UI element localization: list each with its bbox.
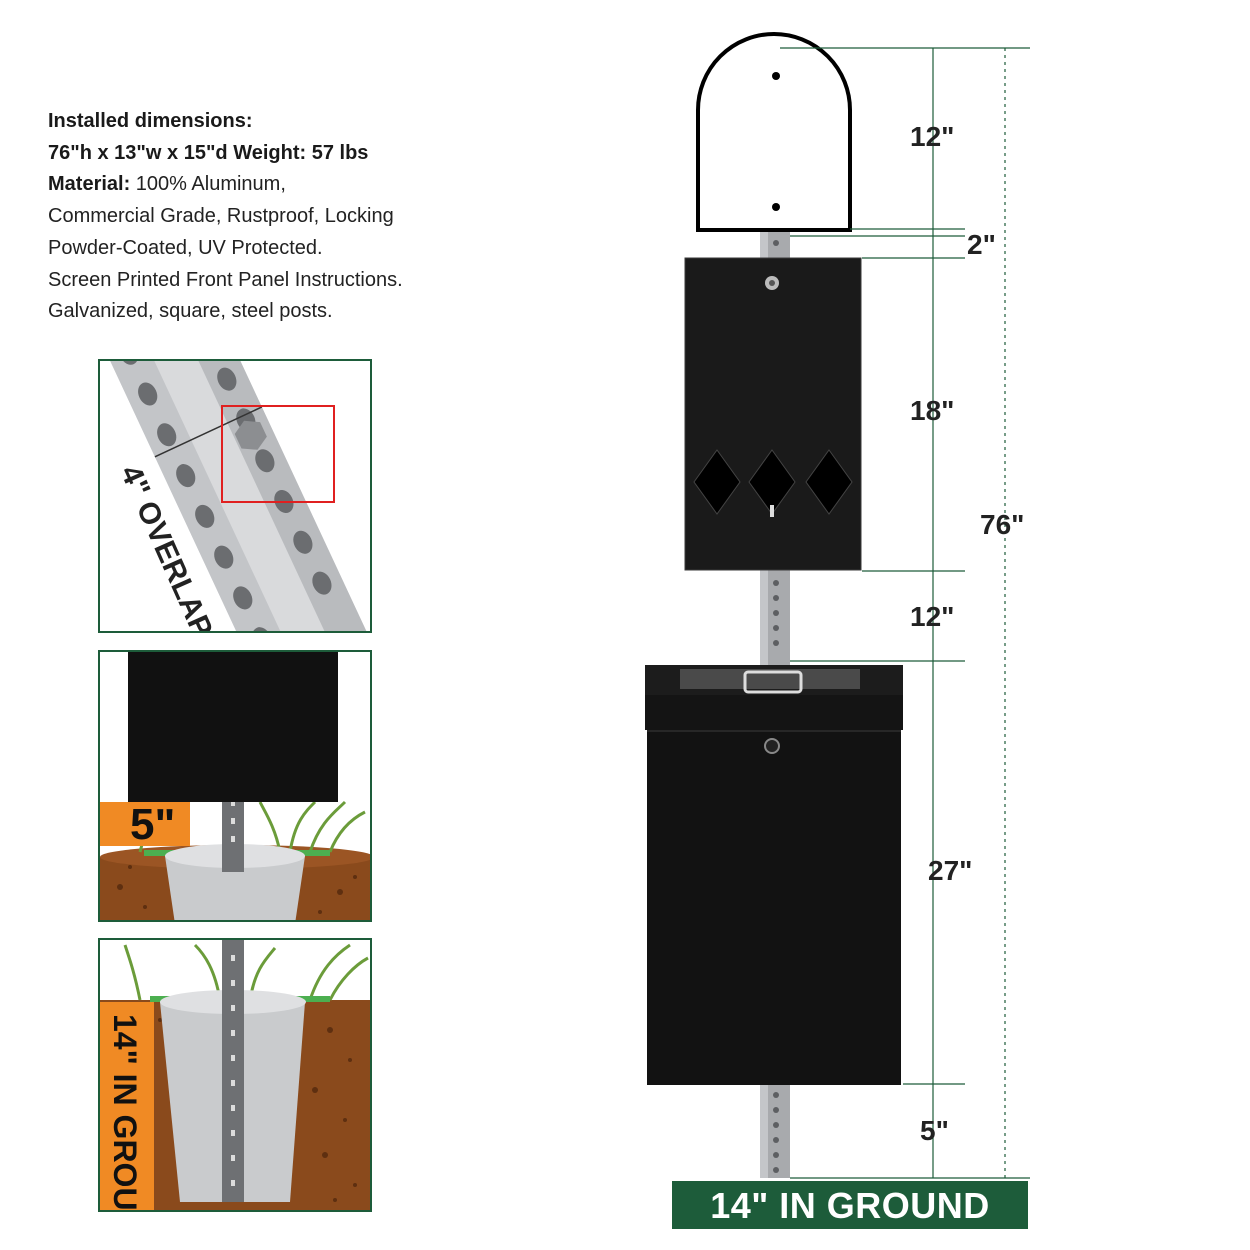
specs-grade: Commercial Grade, Rustproof, Locking [48,205,394,228]
can-handle [743,670,803,694]
five-inch-illustration [100,652,370,920]
dim-can: 27" [928,855,972,886]
sign-panel [696,32,852,232]
specs-instructions: Screen Printed Front Panel Instructions. [48,268,403,291]
specs-dimensions: 76"h x 13"w x 15"d Weight: 57 lbs [48,141,369,164]
dim-total: 76" [980,509,1024,540]
five-inch-label: 5" [130,800,176,849]
waste-can [645,665,903,1085]
overlap-panel: 4" OVERLAP [98,359,372,633]
bag-dispenser [684,257,862,571]
specs-material-value: 100% Aluminum, [130,173,286,196]
in-ground-illustration: 14" IN GROUND [100,940,370,1212]
can-lock-icon [764,738,780,754]
dim-sign: 12" [910,121,954,152]
specs-material-label: Material: [48,173,131,196]
specifications: Installed dimensions: 76"h x 13"w x 15"d… [48,106,468,328]
dimension-lines [780,47,1030,1179]
dim-bottom: 5" [920,1115,949,1146]
specs-posts: Galvanized, square, steel posts. [48,300,333,323]
specs-coating: Powder-Coated, UV Protected. [48,236,323,259]
in-ground-banner: 14" IN GROUND [672,1181,1028,1229]
in-ground-panel: 14" IN GROUND [98,938,372,1212]
five-inch-panel: 5" [98,650,372,922]
overlap-illustration: 4" OVERLAP [100,361,370,631]
five-inch-badge: 5" [100,800,190,849]
dim-gap-mid: 12" [910,601,954,632]
dim-dispenser: 18" [910,395,954,426]
dim-gap-top: 2" [967,229,996,260]
in-ground-label: 14" IN GROUND [107,1014,143,1212]
specs-title: Installed dimensions: [48,110,253,132]
